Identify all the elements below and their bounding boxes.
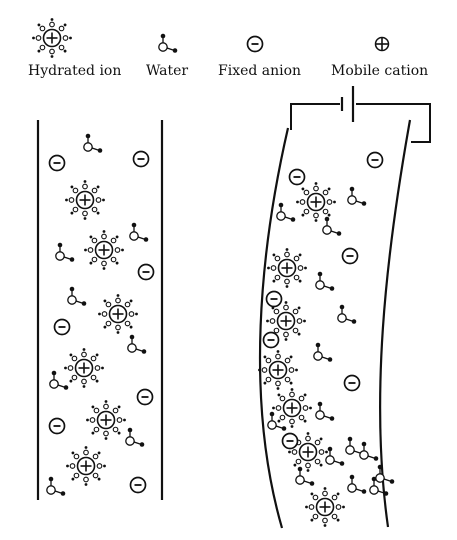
fixed-anion: [341, 247, 359, 265]
fixed-anion: [343, 374, 361, 392]
water-molecule: [325, 446, 345, 466]
fixed-anion: [262, 331, 280, 349]
water-molecule: [313, 342, 333, 362]
right-membrane-wall-right: [379, 119, 412, 528]
water-molecule: [83, 133, 103, 153]
water-molecule: [315, 401, 335, 421]
left-particles: [46, 133, 155, 496]
hydrated-ion: [296, 182, 336, 222]
hydrated-ion: [258, 350, 298, 390]
legend-label-mobile-cation: Mobile cation: [331, 63, 429, 79]
water-icon: [158, 33, 178, 53]
hydrated-ion: [64, 348, 104, 388]
legend-icons: [32, 18, 390, 58]
right-particles: [258, 151, 395, 527]
water-molecule: [322, 216, 342, 236]
fixed-anion: [129, 476, 147, 494]
water-molecule: [129, 222, 149, 242]
water-molecule: [125, 427, 145, 447]
fixed-anion: [132, 150, 150, 168]
water-molecule: [359, 441, 379, 461]
fixed-anion-icon: [246, 35, 264, 53]
legend-label-water: Water: [146, 63, 189, 79]
water-molecule: [345, 436, 365, 456]
water-molecule: [55, 242, 75, 262]
hydrated-ion: [272, 388, 312, 428]
right-membrane: [258, 86, 431, 529]
fixed-anion: [265, 290, 283, 308]
hydrated-ion: [84, 230, 124, 270]
water-molecule: [337, 304, 357, 324]
hydrated-ion: [66, 446, 106, 486]
left-membrane: [36, 120, 164, 500]
water-molecule: [67, 286, 87, 306]
legend-label-fixed-anion: Fixed anion: [218, 63, 302, 79]
legend-label-hydrated-ion: Hydrated ion: [28, 63, 122, 79]
circuit-wire-left: [290, 103, 340, 130]
water-molecule: [276, 202, 296, 222]
hydrated-ion: [98, 294, 138, 334]
water-molecule: [46, 476, 66, 496]
hydrated-ion: [65, 180, 105, 220]
water-molecule: [315, 271, 335, 291]
right-membrane-wall-left: [258, 127, 290, 529]
water-molecule: [127, 334, 147, 354]
water-molecule: [369, 476, 389, 496]
water-molecule: [295, 466, 315, 486]
water-molecule: [375, 464, 395, 484]
hydrated-ion: [288, 432, 328, 472]
fixed-anion: [48, 154, 66, 172]
hydrated-ion: [267, 248, 307, 288]
hydrated-ion-icon: [32, 18, 72, 58]
hydrated-ion: [305, 487, 345, 527]
water-molecule: [347, 186, 367, 206]
fixed-anion: [288, 168, 306, 186]
fixed-anion: [366, 151, 384, 169]
circuit-wire-right: [356, 103, 431, 143]
fixed-anion: [53, 318, 71, 336]
water-molecule: [267, 411, 287, 431]
fixed-anion: [136, 388, 154, 406]
hydrated-ion: [86, 400, 126, 440]
mobile-cation-icon: [374, 36, 390, 52]
water-molecule: [347, 474, 367, 494]
fixed-anion: [48, 417, 66, 435]
fixed-anion: [281, 432, 299, 450]
fixed-anion: [137, 263, 155, 281]
water-molecule: [49, 370, 69, 390]
